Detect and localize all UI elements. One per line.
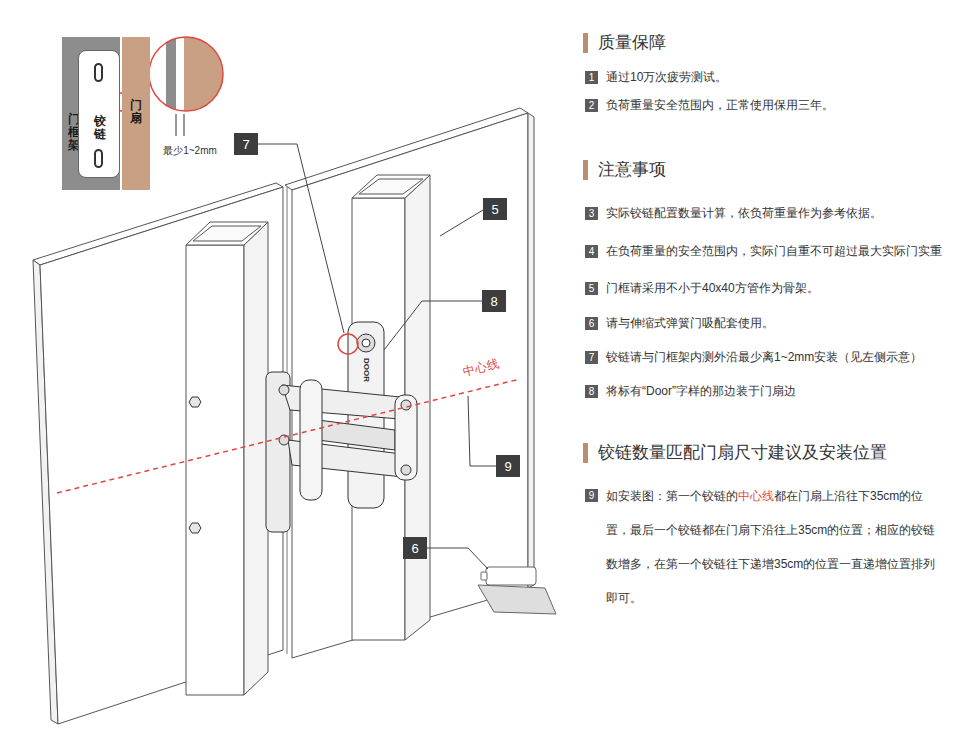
item-text: 实际铰链配置数量计算，依负荷重量作为参考依据。 — [606, 205, 882, 221]
leader-line — [384, 301, 482, 350]
part-label: 铰链 — [94, 115, 106, 141]
item-text: 门框请采用不小于40x40方管作为骨架。 — [606, 280, 819, 296]
square-tube-top — [186, 222, 268, 245]
section-heading: 质量保障 — [598, 33, 666, 53]
door-stop-knob — [481, 572, 487, 580]
list-item: 3 实际铰链配置数量计算，依负荷重量作为参考依据。 — [585, 205, 882, 221]
item-number: 8 — [585, 385, 598, 398]
hinge-pin — [357, 334, 375, 352]
item-text: 通过10万次疲劳测试。 — [606, 70, 727, 84]
heading-bar — [583, 33, 588, 53]
leader-line — [468, 396, 496, 466]
item-text: 通过10万次疲劳测试。 — [606, 69, 727, 85]
callout-text: 9 — [504, 460, 511, 473]
slot-hole — [94, 149, 103, 168]
hinge-link — [318, 420, 395, 450]
hinge-screw — [401, 465, 411, 475]
leaf-strip — [184, 30, 234, 120]
item-text: 在负荷重量的安全范围内，实际门自重不可超过最大实际门实重 — [606, 243, 942, 259]
leader-line — [258, 144, 344, 333]
callout-text: 5 — [491, 203, 498, 216]
slot-hole — [94, 63, 103, 82]
callout-number: 7 — [234, 133, 258, 155]
callout-number: 9 — [496, 455, 520, 477]
part-label: 门扇 — [130, 99, 142, 125]
item-text: 中心线 — [738, 489, 774, 503]
leader-line — [427, 548, 488, 569]
door-frame: 门框架铰链 — [62, 37, 120, 190]
item-text: 都在门扇上沿往下35cm的位置，最后一个铰链都在门扇下沿往上35cm的位置；相应… — [606, 489, 935, 605]
square-tube-opening — [193, 226, 261, 241]
heading-bar — [583, 160, 588, 180]
marking-text: DOOR — [361, 358, 371, 382]
door-panel — [40, 187, 283, 724]
item-number: 2 — [585, 99, 598, 112]
item-text: 如安装图：第一个铰链的 — [606, 489, 738, 503]
item-text: 如安装图：第一个铰链的中心线都在门扇上沿往下35cm的位置，最后一个铰链都在门扇… — [606, 479, 946, 615]
heading-bar — [583, 443, 588, 463]
item-text: 负荷重量安全范围内，正常使用保用三年。 — [606, 97, 834, 113]
item-number: 1 — [585, 71, 598, 84]
item-text: 铰链请与门框架内测外沿最少离1~2mm安装（见左侧示意） — [606, 350, 922, 364]
hinge-pin — [362, 339, 370, 347]
door-panel-side — [528, 113, 534, 588]
item-number: 9 — [585, 489, 598, 502]
list-item: 8 将标有“Door”字样的那边装于门扇边 — [585, 383, 796, 399]
center-line — [57, 379, 520, 493]
door-stop-body — [486, 567, 536, 585]
item-number: 6 — [585, 317, 598, 330]
hinge-screw — [279, 385, 289, 395]
item-number: 3 — [585, 207, 598, 220]
list-item: 4 在负荷重量的安全范围内，实际门自重不可超过最大实际门实重 — [585, 243, 942, 259]
list-item: 9 如安装图：第一个铰链的中心线都在门扇上沿往下35cm的位置，最后一个铰链都在门… — [585, 479, 946, 615]
magnifier-ring — [149, 37, 223, 111]
item-number: 7 — [585, 351, 598, 364]
list-item: 5 门框请采用不小于40x40方管作为骨架。 — [585, 280, 819, 296]
callout-number: 6 — [403, 537, 427, 559]
callout-text: 6 — [411, 542, 418, 555]
dimension-label: 最少1~2mm — [163, 145, 217, 157]
bolt — [189, 397, 201, 407]
item-text: 将标有“Door”字样的那边装于门扇边 — [606, 384, 796, 398]
item-text: 实际铰链配置数量计算，依负荷重量作为参考依据。 — [606, 206, 882, 220]
section-heading: 铰链数量匹配门扇尺寸建议及安装位置 — [598, 443, 887, 463]
item-text: 将标有“Door”字样的那边装于门扇边 — [606, 383, 796, 399]
detail-circle — [338, 334, 358, 354]
illustration-part — [57, 144, 520, 569]
item-text: 铰链请与门框架内测外沿最少离1~2mm安装（见左侧示意） — [606, 349, 922, 365]
door-leaf: 门扇 — [122, 37, 150, 190]
list-item: 6 请与伸缩式弹簧门吸配套使用。 — [585, 315, 774, 331]
square-tube-opening — [359, 179, 423, 194]
callout-number: 8 — [482, 290, 506, 312]
callout-text: 8 — [490, 295, 497, 308]
leader-line — [440, 210, 483, 236]
hinge-knuckle — [300, 380, 322, 500]
square-tube-side — [244, 222, 268, 695]
magnifier-view — [166, 30, 234, 120]
square-tube — [186, 245, 244, 695]
square-tube-top — [352, 175, 430, 198]
list-item: 7 铰链请与门框架内测外沿最少离1~2mm安装（见左侧示意） — [585, 349, 922, 365]
item-number: 5 — [585, 282, 598, 295]
hinge-knuckle — [395, 395, 417, 480]
list-item: 1 通过10万次疲劳测试。 — [585, 69, 727, 85]
callout-number: 5 — [483, 198, 507, 220]
item-text: 请与伸缩式弹簧门吸配套使用。 — [606, 315, 774, 331]
dimension-line — [184, 114, 185, 136]
item-text: 负荷重量安全范围内，正常使用保用三年。 — [606, 98, 834, 112]
door-stop-base — [478, 585, 556, 614]
item-text: 门框请采用不小于40x40方管作为骨架。 — [606, 281, 819, 295]
section-heading: 注意事项 — [598, 160, 666, 180]
item-number: 4 — [585, 245, 598, 258]
item-text: 请与伸缩式弹簧门吸配套使用。 — [606, 316, 774, 330]
list-item: 2 负荷重量安全范围内，正常使用保用三年。 — [585, 97, 834, 113]
hinge-plate: 铰链 — [78, 50, 120, 178]
dimension-line — [176, 114, 177, 136]
bolt — [189, 523, 201, 533]
item-text: 在负荷重量的安全范围内，实际门自重不可超过最大实际门实重 — [606, 244, 942, 258]
callout-text: 7 — [242, 138, 249, 151]
